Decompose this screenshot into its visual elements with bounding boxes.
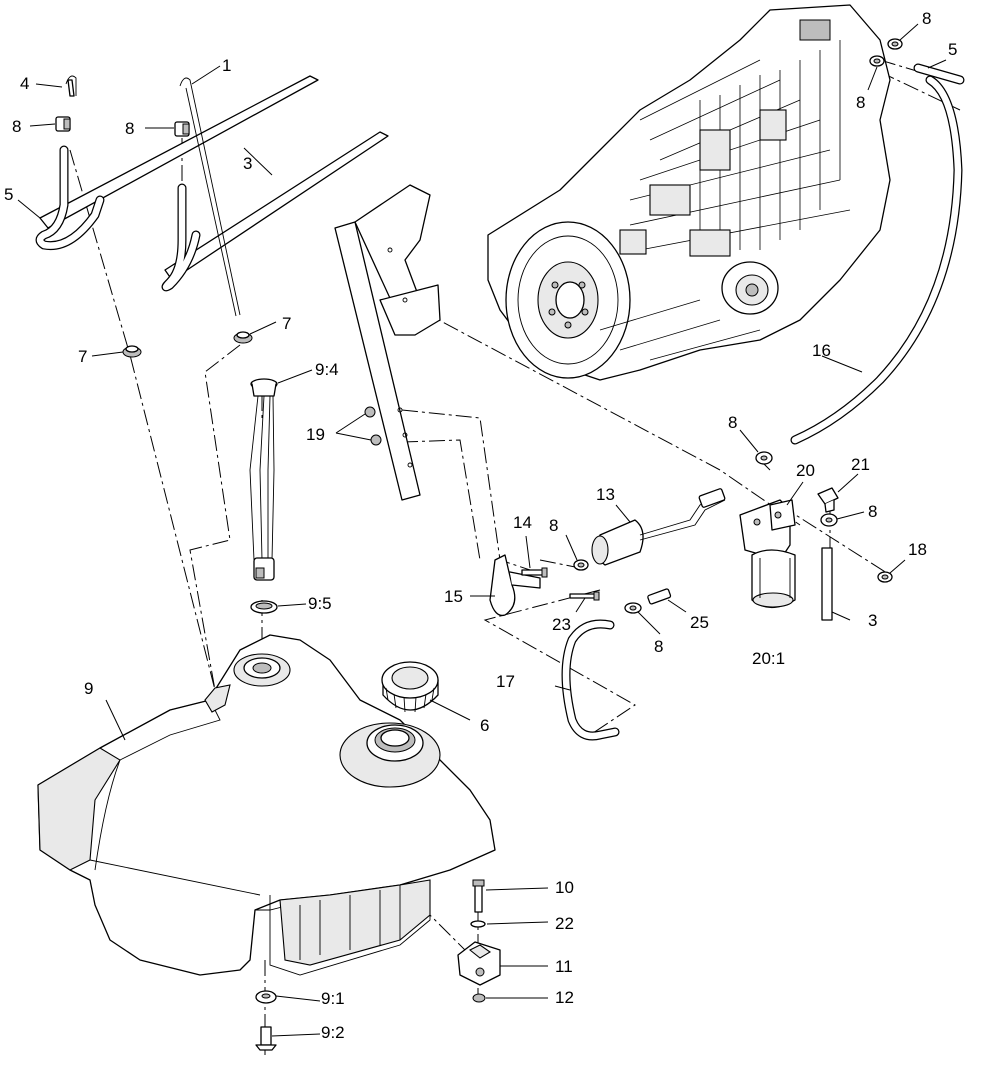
gasket-9-5 — [250, 600, 278, 614]
fitting-25 — [647, 588, 672, 605]
callout-9-2: 9:2 — [321, 1023, 345, 1042]
callout-14: 14 — [513, 513, 532, 532]
clamp-8-top-right-a — [887, 38, 903, 50]
callout-8-top-right-lower: 8 — [856, 93, 865, 112]
clamp-8-top-right-b — [869, 55, 885, 67]
callout-1: 1 — [222, 56, 231, 75]
grommet-7-right — [233, 331, 253, 344]
callout-8-fitting: 8 — [654, 637, 663, 656]
callout-8-left: 8 — [12, 117, 21, 136]
drain-washer-9-1 — [255, 990, 277, 1004]
callout-18: 18 — [908, 540, 927, 559]
vent-hose-assembly-left — [35, 75, 105, 251]
callout-9-5: 9:5 — [308, 594, 332, 613]
fuel-hose-16 — [790, 63, 965, 445]
engine — [487, 4, 891, 381]
mount-11 — [457, 941, 501, 986]
bolt-14 — [521, 567, 548, 578]
clamp-15 — [489, 554, 541, 617]
fuel-tank-9 — [37, 634, 496, 976]
nut-19-upper — [364, 406, 376, 418]
bolt-23 — [569, 591, 600, 601]
callout-22: 22 — [555, 914, 574, 933]
callout-15: 15 — [444, 587, 463, 606]
callout-9: 9 — [84, 679, 93, 698]
filter-bracket-20 — [739, 499, 796, 561]
leader-lines — [17, 23, 947, 1037]
callout-10: 10 — [555, 878, 574, 897]
fuel-sender-9-4 — [249, 378, 278, 581]
callout-8-mid: 8 — [728, 413, 737, 432]
callout-5-left: 5 — [4, 185, 13, 204]
callout-8-pump: 8 — [549, 516, 558, 535]
callout-8-center: 8 — [125, 119, 134, 138]
vent-hose-assembly-center — [161, 77, 241, 317]
callout-4: 4 — [20, 74, 29, 93]
callout-19: 19 — [306, 425, 325, 444]
callout-8-filter: 8 — [868, 502, 877, 521]
callout-16: 16 — [812, 341, 831, 360]
fuel-hose-17 — [561, 619, 620, 741]
clamp-8-mid — [755, 451, 773, 465]
clamp-8-fitting — [624, 602, 642, 614]
callout-7-left: 7 — [78, 347, 87, 366]
callouts: 1 3 3 4 5 5 6 7 7 8 8 8 8 8 8 8 8 9 9:1 … — [4, 9, 957, 1042]
callout-3-right: 3 — [868, 611, 877, 630]
drain-plug-9-2 — [255, 1026, 277, 1051]
nut-19-lower — [370, 434, 382, 446]
nut-12 — [472, 993, 486, 1003]
callout-9-1: 9:1 — [321, 989, 345, 1008]
callout-5-right: 5 — [948, 40, 957, 59]
callout-3-upper: 3 — [243, 154, 252, 173]
callout-25: 25 — [690, 613, 709, 632]
washer-22 — [470, 920, 486, 928]
elbow-21 — [817, 487, 839, 513]
callout-7-right: 7 — [282, 314, 291, 333]
bolt-10 — [472, 879, 485, 913]
callout-20: 20 — [796, 461, 815, 480]
callout-23: 23 — [552, 615, 571, 634]
callout-21: 21 — [851, 455, 870, 474]
grommet-7-left — [122, 345, 142, 358]
callout-8-top-right: 8 — [922, 9, 931, 28]
clamp-8-pump — [573, 559, 589, 571]
bolt-18 — [877, 571, 893, 583]
callout-6: 6 — [480, 716, 489, 735]
callout-12: 12 — [555, 988, 574, 1007]
fuel-cap-6 — [381, 661, 439, 713]
callout-20-1: 20:1 — [752, 649, 785, 668]
callout-13: 13 — [596, 485, 615, 504]
callout-11: 11 — [555, 957, 573, 976]
fuel-pump-13 — [591, 488, 726, 566]
clamp-8-filter — [820, 513, 838, 527]
callout-9-4: 9:4 — [315, 360, 339, 379]
callout-17: 17 — [496, 672, 515, 691]
frame-bracket — [334, 184, 441, 501]
fuel-filter-20-1 — [751, 549, 796, 609]
